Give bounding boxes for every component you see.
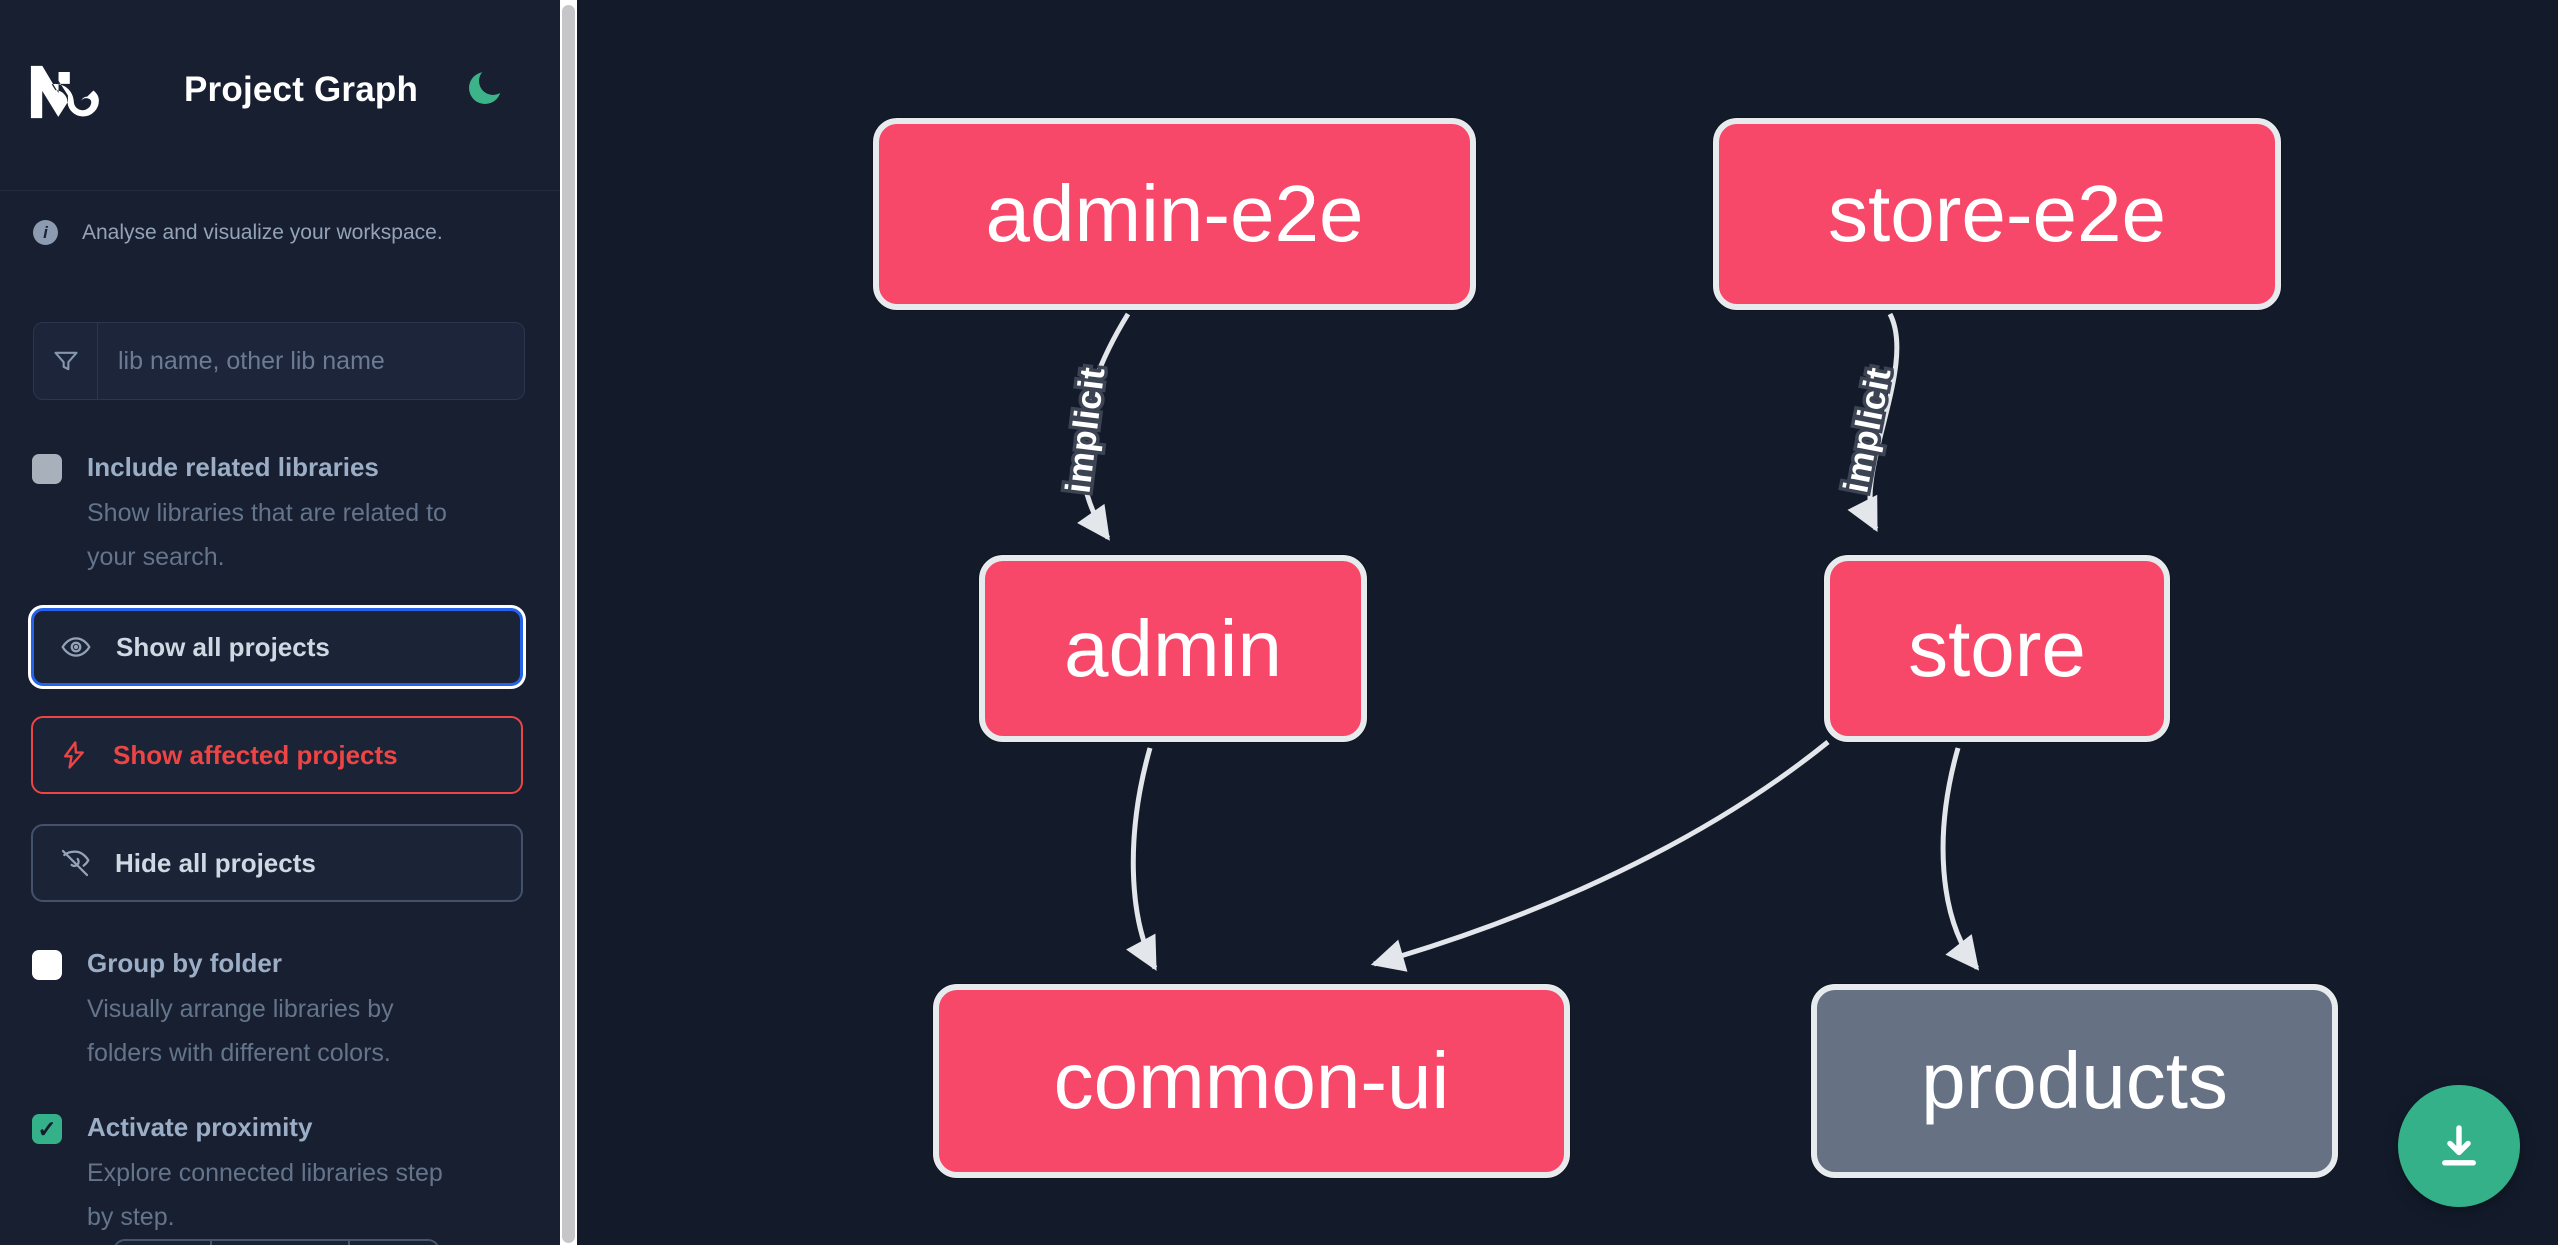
sidebar-scrollbar-track[interactable] [560,0,577,1245]
info-icon: i [33,220,58,245]
sidebar: Project Graph i Analyse and visualize yo… [0,0,560,1245]
edge-admin-common-ui [1126,747,1158,971]
edge-label-implicit: implicit [1058,365,1112,495]
graph-node-common-ui[interactable]: common-ui [933,984,1570,1178]
activate-proximity-label[interactable]: Activate proximity [87,1112,313,1142]
edge-admin-e2e-admin [1077,312,1131,541]
include-related-checkbox[interactable] [32,454,62,484]
proximity-decrement-button[interactable] [115,1241,210,1245]
search-box [33,322,525,400]
group-by-folder-checkbox[interactable] [32,950,62,980]
tagline-text: Analyse and visualize your workspace. [82,220,443,244]
proximity-increment-button[interactable] [348,1241,438,1245]
graph-node-store-e2e[interactable]: store-e2e [1713,118,2281,310]
eye-off-icon [61,849,90,877]
eye-icon [61,637,91,657]
show-affected-projects-label: Show affected projects [113,739,398,770]
graph-node-admin-e2e[interactable]: admin-e2e [873,118,1476,310]
include-related-description: Show libraries that are related to your … [87,499,447,571]
sidebar-scrollbar-thumb[interactable] [562,5,575,1243]
graph-node-store[interactable]: store [1824,555,2170,742]
activate-proximity-checkbox[interactable]: ✓ [32,1114,62,1144]
workspace-tagline: i Analyse and visualize your workspace. [33,220,443,245]
activate-proximity-description: Explore connected libraries step by step… [87,1159,443,1231]
graph-node-admin[interactable]: admin [979,555,1367,742]
graph-node-products[interactable]: products [1811,984,2338,1178]
hide-all-projects-button[interactable]: Hide all projects [31,824,523,902]
download-image-button[interactable] [2398,1085,2520,1207]
include-related-label[interactable]: Include related libraries [87,452,379,482]
bolt-icon [64,741,84,769]
download-icon [2442,1125,2476,1166]
sidebar-header: Project Graph [0,0,560,191]
edge-store-e2e-store [1847,312,1900,532]
proximity-depth-stepper[interactable] [113,1239,440,1245]
moon-icon[interactable] [466,66,510,110]
group-by-folder-label[interactable]: Group by folder [87,948,282,978]
show-affected-projects-button[interactable]: Show affected projects [31,716,523,794]
proximity-value-cell [210,1241,348,1245]
toggle-group-by-folder: Group by folder Visually arrange librari… [32,948,532,1075]
edge-label-implicit: implicit [1836,364,1898,496]
page-title: Project Graph [184,70,419,109]
funnel-filter-icon [34,323,98,399]
group-by-folder-description: Visually arrange libraries by folders wi… [87,995,394,1067]
edge-store-common-ui [1370,740,1830,972]
search-input[interactable] [98,323,524,399]
toggle-include-related: Include related libraries Show libraries… [32,452,532,579]
toggle-activate-proximity: ✓ Activate proximity Explore connected l… [32,1112,532,1239]
edge-store-products [1940,747,1980,971]
nx-logo [30,65,99,119]
show-all-projects-button[interactable]: Show all projects [31,608,523,686]
show-all-projects-label: Show all projects [116,631,330,662]
hide-all-projects-label: Hide all projects [115,847,316,878]
